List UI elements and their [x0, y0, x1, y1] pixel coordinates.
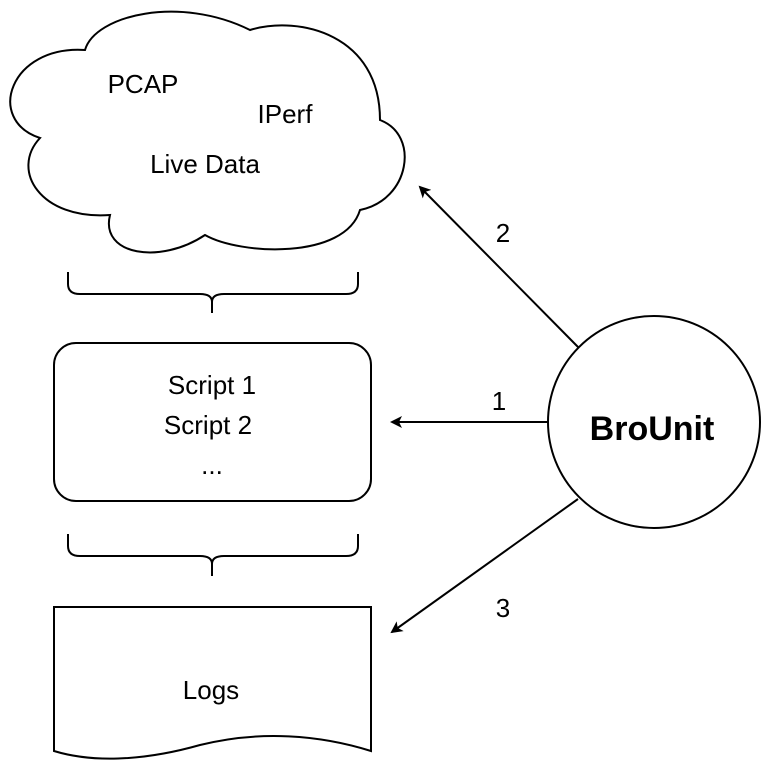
cloud-item-iperf: IPerf	[258, 99, 314, 129]
top-brace	[67, 272, 359, 313]
data-sources-cloud: PCAP IPerf Live Data	[9, 10, 406, 254]
cloud-item-live-data: Live Data	[150, 149, 260, 179]
bottom-brace	[67, 534, 359, 576]
script-line-1: Script 1	[168, 370, 256, 400]
arrow-2-label: 2	[496, 218, 510, 248]
arrow-3	[390, 498, 579, 634]
logs-label: Logs	[183, 675, 239, 705]
arrow-3-label: 3	[496, 593, 510, 623]
arrow-2	[418, 185, 579, 348]
script-line-ellipsis: ...	[201, 450, 223, 480]
arrow-1-label: 1	[492, 386, 506, 416]
cloud-item-pcap: PCAP	[108, 69, 179, 99]
brounit-label: BroUnit	[590, 410, 715, 448]
logs-document: Logs	[53, 606, 372, 760]
brounit-node: BroUnit	[547, 315, 761, 529]
script-line-2: Script 2	[164, 410, 252, 440]
scripts-box: Script 1 Script 2 ...	[53, 342, 372, 502]
